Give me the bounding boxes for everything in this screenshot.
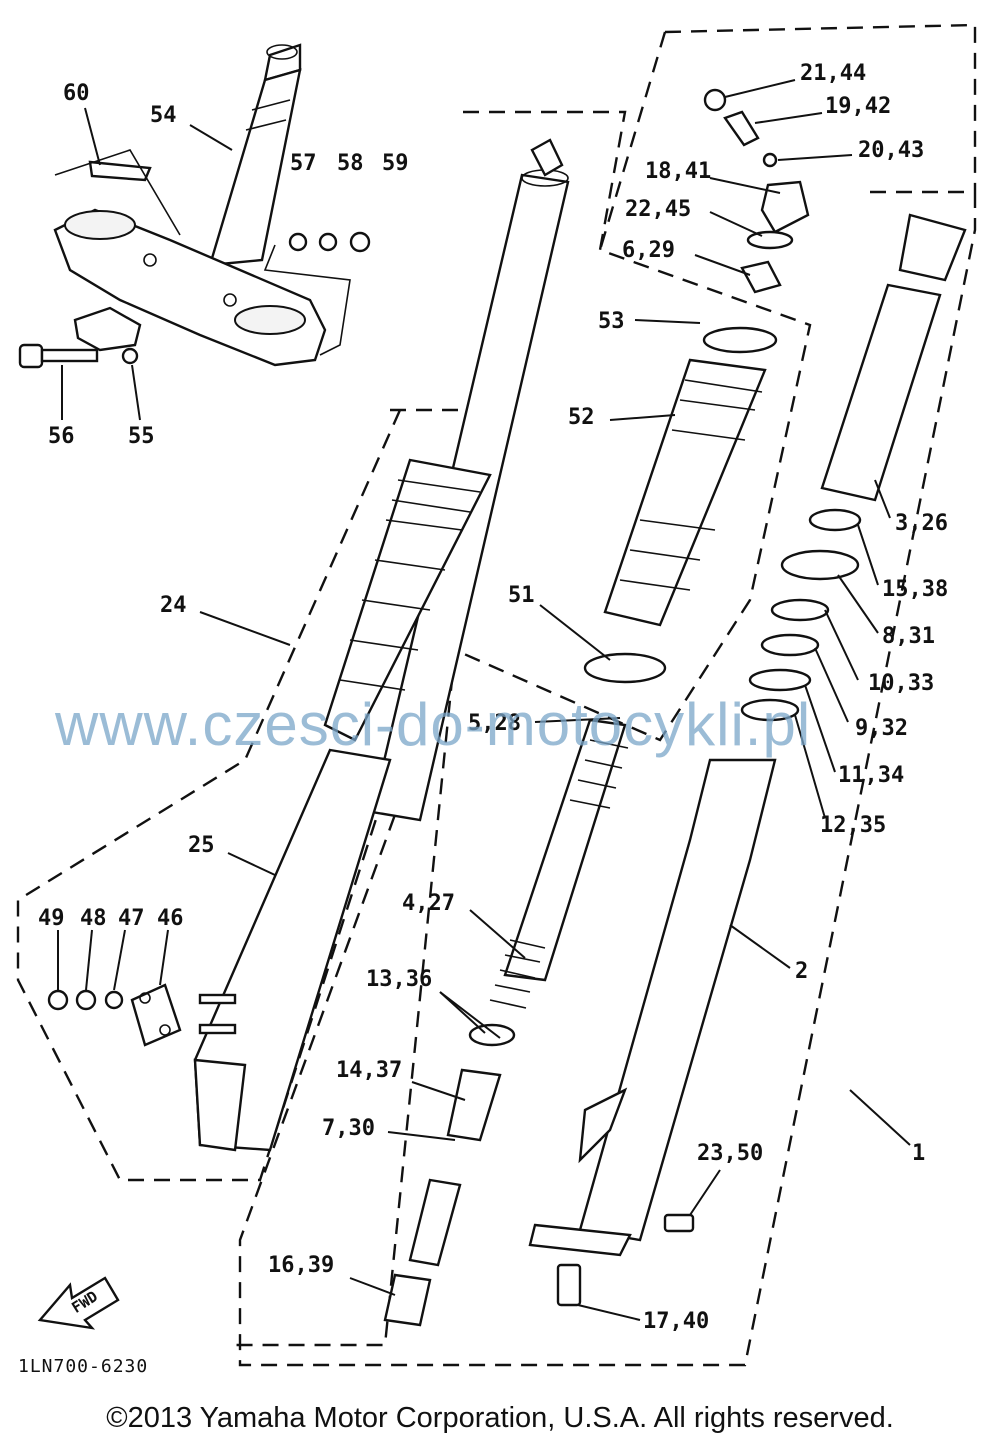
callout-10-33: 10,33 (868, 671, 934, 696)
watermark-url: www.czesci-do-motocykli.pl (55, 691, 812, 758)
callout-14-37: 14,37 (336, 1058, 402, 1083)
callout-52: 52 (568, 405, 595, 430)
callout-labels: 60 54 57 58 59 56 55 24 25 49 48 47 46 2… (38, 61, 948, 1334)
callout-57: 57 (290, 151, 317, 176)
callout-7-30: 7,30 (322, 1116, 375, 1141)
group-outline-inner-tube-assembly (235, 110, 812, 1347)
callout-15-38: 15,38 (882, 577, 948, 602)
steering-stem (208, 43, 302, 267)
callout-24: 24 (160, 593, 187, 618)
copyright-notice: ©2013 Yamaha Motor Corporation, U.S.A. A… (106, 1402, 894, 1434)
right-fork-inner-tube (820, 213, 967, 502)
oil-seal-bushing-stack (740, 508, 862, 722)
fork-spring-and-damper-rod (383, 718, 629, 1327)
callout-25: 25 (188, 833, 215, 858)
fork-cap-parts (703, 88, 810, 294)
under-bracket (53, 208, 327, 367)
callout-56: 56 (48, 424, 75, 449)
callout-20-43: 20,43 (858, 138, 924, 163)
callout-51: 51 (508, 583, 535, 608)
callout-6-29: 6,29 (622, 238, 675, 263)
callout-8-31: 8,31 (882, 624, 935, 649)
callout-47: 47 (118, 906, 145, 931)
callout-2: 2 (795, 959, 808, 984)
fwd-arrow-icon: FWD (37, 1276, 120, 1330)
callout-59: 59 (382, 151, 409, 176)
callout-23-50: 23,50 (697, 1141, 763, 1166)
callout-18-41: 18,41 (645, 159, 711, 184)
callout-17-40: 17,40 (643, 1309, 709, 1334)
callout-21-44: 21,44 (800, 61, 866, 86)
leader-lines (57, 79, 911, 1321)
callout-1: 1 (912, 1141, 925, 1166)
callout-48: 48 (80, 906, 107, 931)
drawing-code: 1LN700-6230 (18, 1356, 149, 1377)
callout-13-36: 13,36 (366, 967, 432, 992)
cotter-pin (54, 149, 181, 236)
callout-16-39: 16,39 (268, 1253, 334, 1278)
group-outline-fork-assembly (238, 23, 977, 1367)
callout-53: 53 (598, 309, 625, 334)
callout-58: 58 (337, 151, 364, 176)
callout-9-32: 9,32 (855, 716, 908, 741)
callout-46: 46 (157, 906, 184, 931)
group-outline-cap-parts (598, 31, 667, 251)
callout-54: 54 (150, 103, 177, 128)
callout-49: 49 (38, 906, 65, 931)
callout-11-34: 11,34 (838, 763, 904, 788)
callout-4-27: 4,27 (402, 891, 455, 916)
callout-19-42: 19,42 (825, 94, 891, 119)
left-fork-outer-tube (193, 748, 392, 1152)
stem-nut-washers (263, 231, 371, 356)
callout-55: 55 (128, 424, 155, 449)
pinch-bolt (18, 343, 139, 369)
left-axle-holder-parts (47, 983, 237, 1047)
right-fork-outer-tube (528, 758, 777, 1257)
callout-60: 60 (63, 81, 90, 106)
callout-22-45: 22,45 (625, 197, 691, 222)
drain-bolts (556, 1213, 695, 1307)
callout-12-35: 12,35 (820, 813, 886, 838)
dust-seal-boot (583, 326, 778, 684)
left-fork-boot (323, 458, 492, 742)
callout-5-28: 5,28 (468, 711, 521, 736)
pinch-bracket (73, 306, 142, 352)
callout-3-26: 3,26 (895, 511, 948, 536)
